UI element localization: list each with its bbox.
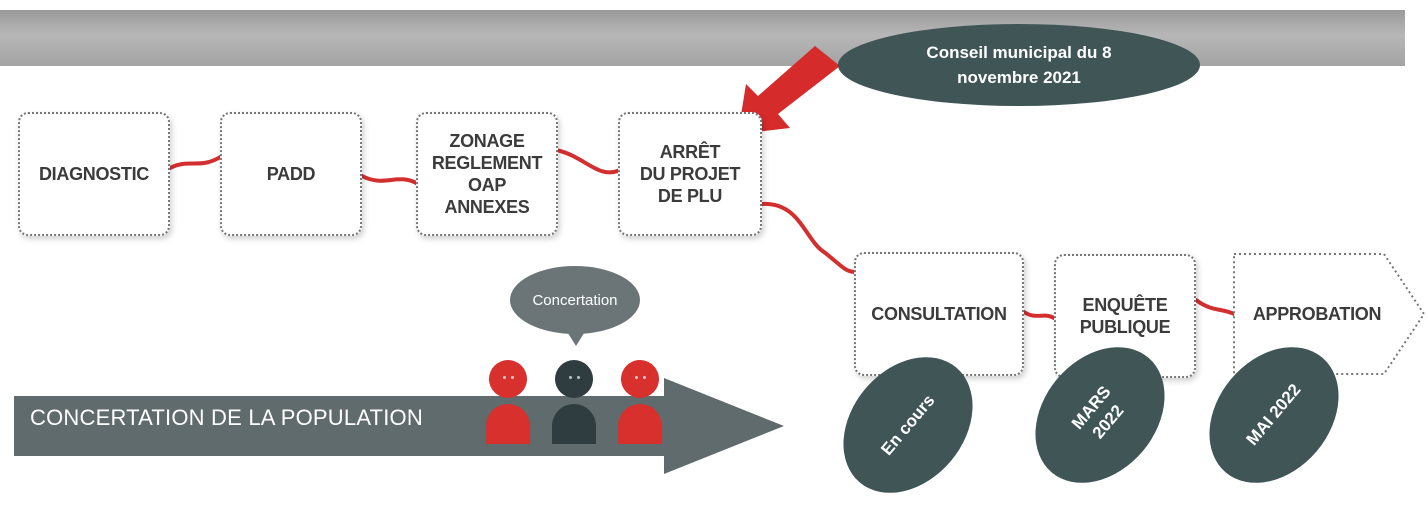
step-diagnostic-label: DIAGNOSTIC bbox=[38, 164, 149, 184]
date-enquete-text: MARS 2022 bbox=[1067, 382, 1128, 443]
step-consultation: CONSULTATION bbox=[854, 252, 1024, 376]
speech-bubble-icon: Concertation bbox=[510, 266, 640, 334]
step-approbation-label: APPROBATION bbox=[1252, 303, 1382, 324]
progress-arrow bbox=[14, 378, 784, 474]
connector-zonage-arret bbox=[554, 148, 622, 175]
connector-consultation-enquete bbox=[1022, 310, 1056, 320]
speech-bubble-tail bbox=[566, 330, 586, 346]
connector-enquete-approbation bbox=[1194, 298, 1236, 316]
date-consultation-text: En cours bbox=[876, 390, 939, 459]
connector-diagnostic-padd bbox=[168, 154, 224, 170]
date-approbation-text: MAI 2022 bbox=[1242, 380, 1305, 450]
step-zonage: ZONAGE REGLEMENT OAP ANNEXES bbox=[416, 112, 558, 236]
approbation-arrow-shape bbox=[1233, 253, 1426, 375]
step-diagnostic: DIAGNOSTIC bbox=[18, 112, 170, 236]
step-enquete-label: ENQUÊTE PUBLIQUE bbox=[1079, 295, 1171, 337]
person-icon bbox=[486, 360, 530, 446]
step-padd-label: PADD bbox=[266, 164, 316, 184]
step-arret: ARRÊT DU PROJET DE PLU bbox=[618, 112, 762, 236]
step-padd: PADD bbox=[220, 112, 362, 236]
conseil-municipal-text: Conseil municipal du 8 novembre 2021 bbox=[926, 43, 1112, 87]
person-icon bbox=[618, 360, 662, 446]
person-icon bbox=[552, 360, 596, 446]
step-zonage-label: ZONAGE REGLEMENT OAP ANNEXES bbox=[431, 131, 543, 217]
connector-padd-zonage bbox=[360, 174, 420, 186]
step-approbation: APPROBATION bbox=[1232, 252, 1426, 376]
step-consultation-label: CONSULTATION bbox=[871, 304, 1007, 324]
concertation-population-label: CONCERTATION DE LA POPULATION bbox=[30, 405, 423, 430]
concertation-bubble-text: Concertation bbox=[532, 291, 618, 309]
step-arret-label: ARRÊT DU PROJET DE PLU bbox=[639, 142, 741, 206]
connector-arret-consultation bbox=[760, 201, 858, 274]
conseil-municipal-oval: Conseil municipal du 8 novembre 2021 bbox=[838, 24, 1200, 106]
